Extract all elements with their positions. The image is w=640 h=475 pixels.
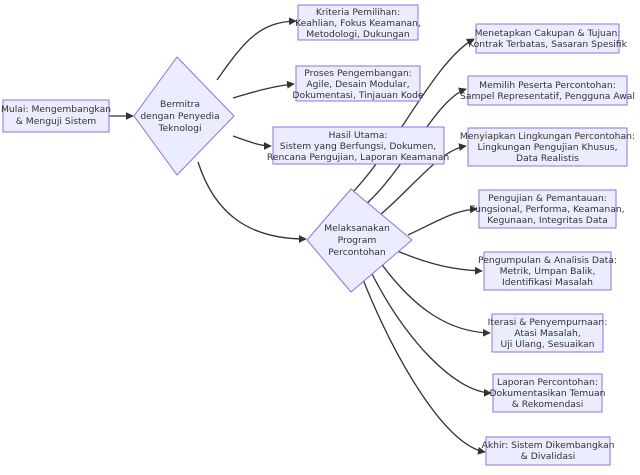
monitoring-line-1: Pengujian & Pemantauan:	[488, 193, 607, 204]
analysis-line-1: Pengumpulan & Analisis Data:	[478, 255, 617, 266]
iteration-line-3: Uji Ulang, Sesuaikan	[500, 339, 594, 350]
edge-pilot-to-environment	[379, 143, 467, 216]
edge-pilot-to-iteration	[379, 261, 491, 337]
analysis-node: Pengumpulan & Analisis Data: Metrik, Ump…	[478, 251, 617, 291]
pilot-decision-line-2: Program	[338, 235, 377, 246]
scope-node: Menetapkan Cakupan & Tujuan: Kontrak Ter…	[468, 23, 628, 54]
dev-process-line-3: Dokumentasi, Tinjauan Kode	[292, 90, 423, 101]
iteration-node: Iterasi & Penyempurnaan: Atasi Masalah, …	[488, 313, 608, 353]
monitoring-line-3: Kegunaan, Integritas Data	[487, 215, 607, 226]
edge-partner-to-dev-process	[232, 80, 295, 99]
analysis-line-3: Identifikasi Masalah	[502, 277, 593, 288]
environment-line-2: Lingkungan Pengujian Khusus,	[477, 142, 617, 153]
partner-decision-line-2: dengan Penyedia	[140, 111, 219, 122]
edge-partner-to-pilot	[197, 161, 307, 243]
dev-process-line-2: Agile, Desain Modular,	[306, 79, 409, 90]
edge-pilot-to-end	[361, 276, 486, 455]
scope-line-2: Kontrak Terbatas, Sasaran Spesifik	[468, 39, 628, 50]
outcome-node: Hasil Utama: Sistem yang Berfungsi, Doku…	[267, 126, 449, 165]
environment-line-1: Menyiapkan Lingkungan Percontohan:	[460, 131, 635, 142]
edge-pilot-to-scope	[349, 38, 475, 196]
monitoring-line-2: Fungsional, Performa, Keamanan,	[470, 204, 624, 215]
analysis-line-2: Metrik, Umpan Balik,	[500, 266, 596, 277]
participants-line-1: Memilih Peserta Percontohan:	[479, 80, 616, 91]
partner-decision-line-3: Teknologi	[157, 123, 201, 134]
criteria-line-1: Kriteria Pemilihan:	[316, 7, 400, 18]
start-node-line-1: Mulai: Mengembangkan	[1, 104, 111, 115]
participants-node: Memilih Peserta Percontohan: Sampel Repr…	[460, 75, 635, 106]
dev-process-node: Proses Pengembangan: Agile, Desain Modul…	[292, 65, 424, 102]
edge-partner-to-outcome	[232, 135, 272, 150]
criteria-line-3: Metodologi, Dukungan	[306, 29, 410, 40]
environment-node: Menyiapkan Lingkungan Percontohan: Lingk…	[460, 127, 635, 167]
pilot-decision-line-3: Percontohan	[328, 247, 386, 258]
edge-pilot-to-analysis	[394, 249, 483, 275]
monitoring-node: Pengujian & Pemantauan: Fungsional, Perf…	[470, 189, 625, 229]
outcome-line-1: Hasil Utama:	[329, 130, 388, 141]
partner-decision-line-1: Bermitra	[160, 99, 200, 110]
edge-pilot-to-report	[369, 269, 492, 397]
participants-line-2: Sampel Representatif, Pengguna Awal	[460, 91, 635, 102]
outcome-line-2: Sistem yang Berfungsi, Dokumen,	[280, 141, 437, 152]
edge-pilot-to-monitoring	[407, 205, 478, 236]
partner-decision-node: Bermitra dengan Penyedia Teknologi	[133, 56, 235, 176]
report-node: Laporan Percontohan: Dokumentasikan Temu…	[489, 373, 606, 413]
environment-line-3: Data Realistis	[516, 153, 579, 164]
end-node: Akhir: Sistem Dikembangkan & Divalidasi	[482, 436, 615, 466]
criteria-line-2: Keahlian, Fokus Keamanan,	[295, 18, 421, 29]
dev-process-line-1: Proses Pengembangan:	[304, 68, 412, 79]
criteria-node: Kriteria Pemilihan: Keahlian, Fokus Keam…	[295, 4, 421, 41]
outcome-line-3: Rencana Pengujian, Laporan Keamanan	[267, 152, 449, 163]
report-line-3: & Rekomendasi	[512, 399, 584, 410]
report-line-2: Dokumentasikan Temuan	[489, 388, 605, 399]
iteration-line-2: Atasi Masalah,	[514, 328, 581, 339]
report-line-1: Laporan Percontohan:	[497, 377, 598, 388]
end-node-line-1: Akhir: Sistem Dikembangkan	[482, 440, 615, 451]
iteration-line-1: Iterasi & Penyempurnaan:	[488, 317, 608, 328]
edge-partner-to-criteria	[216, 17, 297, 81]
end-node-line-2: & Divalidasi	[521, 451, 576, 462]
pilot-decision-node: Melaksanakan Program Percontohan	[306, 188, 413, 293]
scope-line-1: Menetapkan Cakupan & Tujuan:	[475, 28, 621, 39]
start-node-line-2: & Menguji Sistem	[16, 116, 97, 127]
pilot-decision-line-1: Melaksanakan	[324, 223, 390, 234]
start-node: Mulai: Mengembangkan & Menguji Sistem	[1, 99, 111, 133]
